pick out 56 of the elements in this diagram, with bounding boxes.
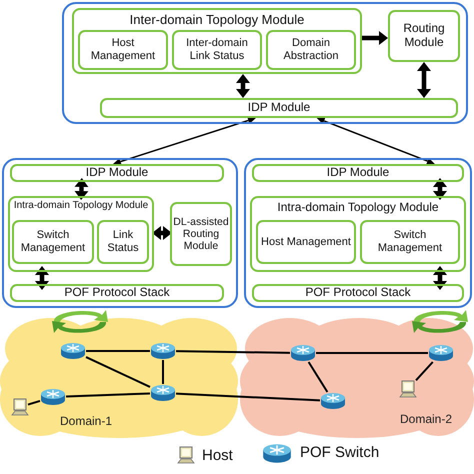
link-line <box>66 392 150 398</box>
switch-icon <box>290 344 316 362</box>
computer-icon <box>400 380 416 398</box>
switch-icon <box>60 342 86 360</box>
link-line <box>176 392 320 402</box>
legend-label: Host <box>202 447 233 464</box>
module-box: Switch Management <box>12 220 94 264</box>
module-box: IDP Module <box>100 98 458 118</box>
double-arrow <box>316 118 435 164</box>
controller-panel <box>2 158 238 308</box>
switch-icon <box>320 392 346 410</box>
module-box: Inter-domain Link Status <box>172 30 262 70</box>
switch-icon <box>40 388 66 406</box>
controller-panel <box>62 2 468 124</box>
module-box: POF Protocol Stack <box>10 284 224 302</box>
double-arrow <box>152 226 172 240</box>
module-panel <box>8 196 154 272</box>
double-arrow <box>74 178 89 200</box>
module-panel <box>72 8 362 74</box>
link-line <box>86 350 150 352</box>
link-line <box>415 361 434 381</box>
legend-label: POF Switch <box>300 444 380 461</box>
module-box: Host Management <box>78 30 168 70</box>
module-box: Routing Module <box>388 10 460 62</box>
link-line <box>176 350 290 354</box>
switch-icon <box>428 344 454 362</box>
double-arrow <box>112 117 256 165</box>
module-title: Inter-domain Topology Module <box>130 12 304 27</box>
module-box: Switch Management <box>360 220 460 264</box>
module-box: DL-assisted Routing Module <box>170 202 232 266</box>
domain-label: Domain-1 <box>60 414 112 428</box>
controller-panel <box>244 158 472 308</box>
computer-icon <box>12 398 28 416</box>
module-panel <box>250 196 466 272</box>
double-arrow <box>236 74 250 98</box>
module-title: Intra-domain Topology Module <box>277 200 439 214</box>
switch-icon <box>150 342 176 360</box>
module-box: Link Status <box>97 220 149 264</box>
double-arrow <box>35 266 49 290</box>
module-title: Intra-domain Topology Module <box>14 200 148 211</box>
link-line <box>28 400 40 406</box>
link-line <box>316 352 428 354</box>
switch-icon <box>150 384 176 402</box>
domain-label: Domain-2 <box>400 412 452 426</box>
link-line <box>162 360 164 384</box>
module-box: Host Management <box>256 220 356 264</box>
arrow <box>362 31 388 45</box>
module-box: IDP Module <box>10 164 224 182</box>
double-arrow <box>433 266 447 290</box>
module-box: Domain Abstraction <box>266 30 356 70</box>
double-arrow <box>433 178 447 200</box>
double-arrow <box>417 62 431 98</box>
link-line <box>86 356 150 388</box>
link-line <box>308 361 328 393</box>
module-box: IDP Module <box>252 164 464 182</box>
module-box: POF Protocol Stack <box>252 284 464 302</box>
